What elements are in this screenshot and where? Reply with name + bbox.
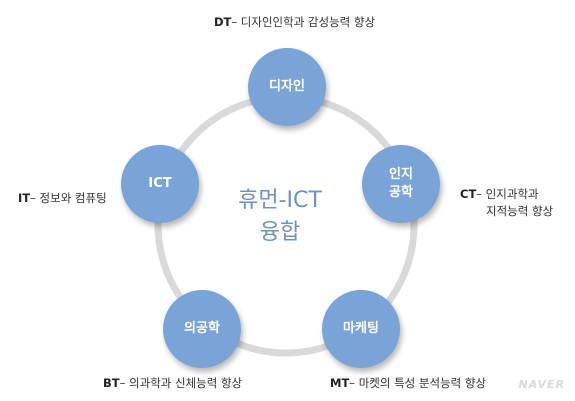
caption-mt-code: MT — [330, 376, 350, 390]
node-biomedical-engineering: 의공학 — [163, 290, 241, 368]
node-design: 디자인 — [248, 48, 326, 126]
caption-bt-text: – 의과학과 신체능력 향상 — [119, 376, 243, 390]
node-marketing: 마케팅 — [322, 290, 400, 368]
caption-dt: DT– 디자인인학과 감성능력 향상 — [214, 14, 375, 30]
caption-it-code: IT — [18, 191, 31, 205]
caption-bt-code: BT — [103, 376, 120, 390]
node-cognitive-label: 인지 공학 — [389, 167, 413, 200]
caption-it-text: – 정보와 컴퓨팅 — [30, 191, 107, 205]
node-ict-label: ICT — [148, 176, 172, 191]
caption-ct-text: – 인지과학과 — [476, 187, 539, 201]
node-marketing-label: 마케팅 — [343, 321, 379, 336]
caption-dt-text: – 디자인인학과 감성능력 향상 — [231, 15, 376, 29]
caption-dt-code: DT — [214, 15, 232, 29]
caption-ct-text2: 지적능력 향상 — [486, 204, 554, 218]
caption-ct: CT– 인지과학과 지적능력 향상 — [460, 186, 553, 220]
node-cognitive-engineering: 인지 공학 — [362, 145, 440, 223]
node-ict: ICT — [121, 145, 199, 223]
caption-ct-code: CT — [460, 187, 477, 201]
naver-watermark: NAVER — [518, 378, 565, 391]
caption-mt: MT– 마켓의 특성 분석능력 향상 — [330, 375, 486, 391]
node-bio-label: 의공학 — [184, 321, 220, 336]
node-design-label: 디자인 — [269, 79, 305, 94]
caption-bt: BT– 의과학과 신체능력 향상 — [103, 375, 242, 391]
center-label: 휴먼-ICT 융합 — [238, 188, 322, 245]
caption-mt-text: – 마켓의 특성 분석능력 향상 — [349, 376, 487, 390]
caption-it: IT– 정보와 컴퓨팅 — [18, 190, 107, 206]
